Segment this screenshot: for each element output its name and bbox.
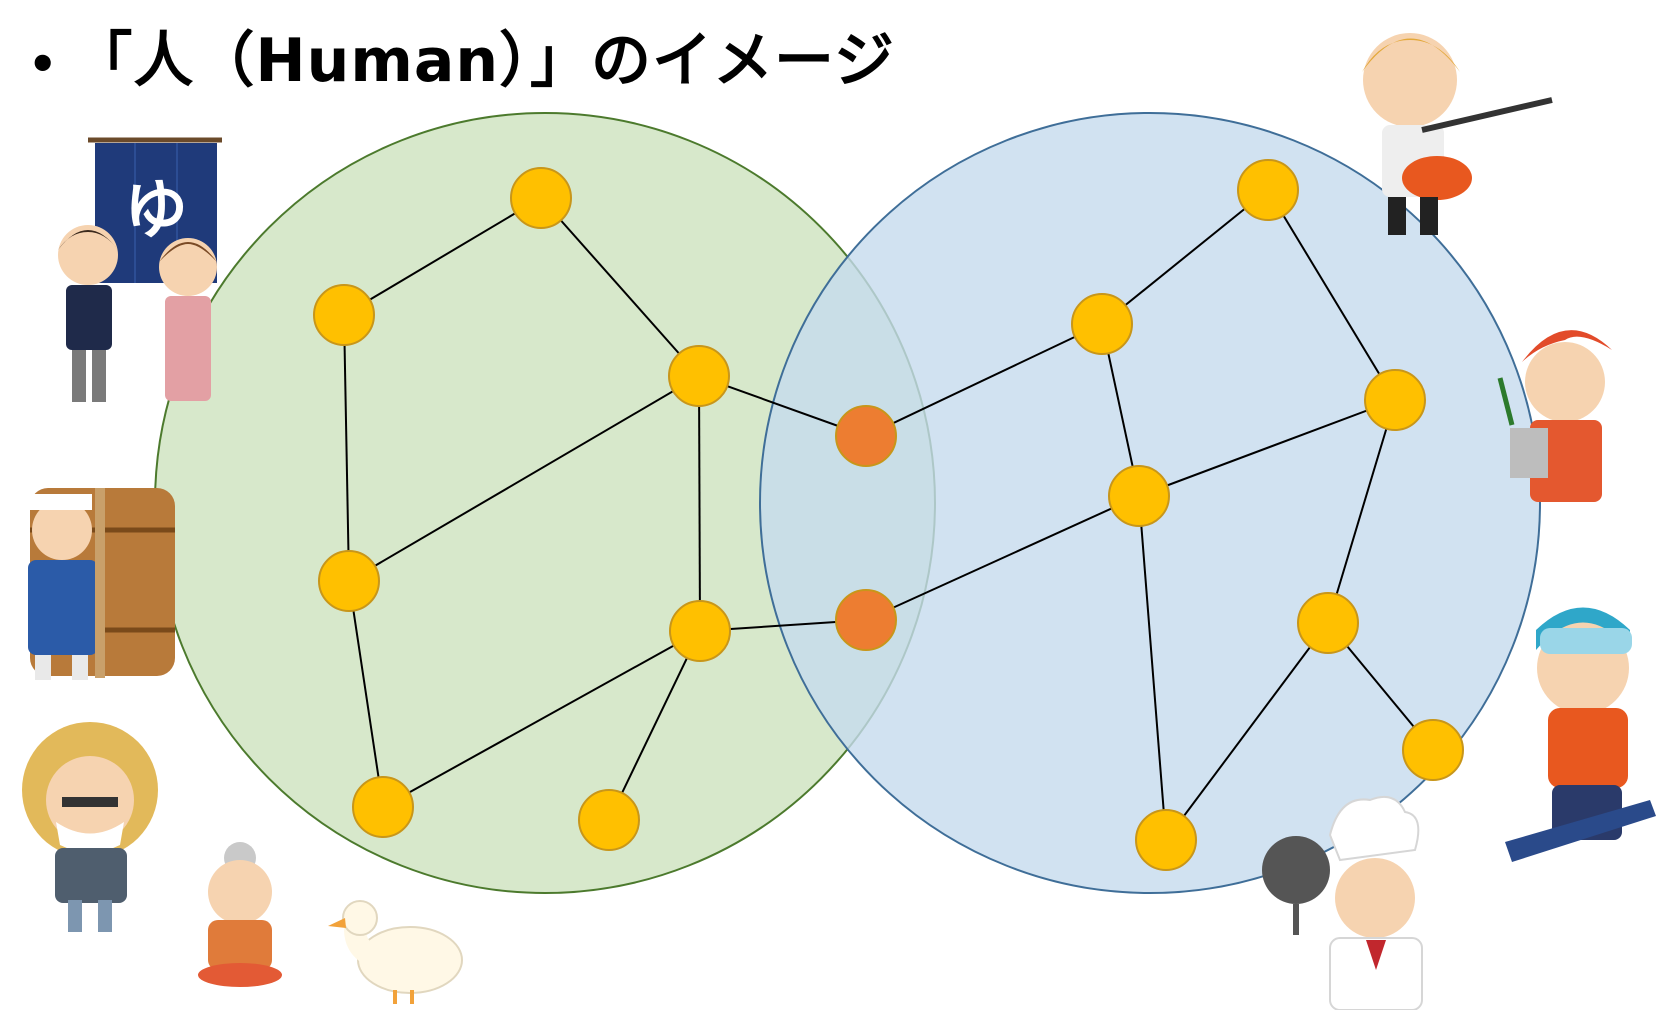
node-R1 <box>1237 159 1299 221</box>
edge-B2-R4 <box>865 495 1140 621</box>
edge-L5-L7 <box>608 630 701 821</box>
edge-L1-L2 <box>343 197 542 316</box>
node-R5 <box>1297 592 1359 654</box>
edge-R1-R3 <box>1267 189 1396 401</box>
edge-R5-R7 <box>1165 622 1329 841</box>
node-L7 <box>578 789 640 851</box>
farmer-illustration <box>22 722 158 932</box>
node-R7 <box>1135 809 1197 871</box>
innkeepers-illustration: ゆ <box>58 137 222 402</box>
edge-L4-L6 <box>348 580 384 808</box>
node-L2 <box>313 284 375 346</box>
sake-brewer-illustration <box>28 488 175 680</box>
edge-B1-R2 <box>865 323 1103 437</box>
noren-sign-text: ゆ <box>124 174 188 248</box>
chef-illustration <box>1262 796 1423 1010</box>
edge-R1-R2 <box>1101 189 1269 325</box>
edge-L3-L5 <box>698 375 701 632</box>
edge-L3-L4 <box>348 375 700 582</box>
duck-illustration <box>328 900 463 1004</box>
snowboarder-illustration <box>1505 607 1656 862</box>
guitarist-illustration <box>1362 33 1553 235</box>
node-L6 <box>352 776 414 838</box>
grandmother-illustration <box>198 842 282 987</box>
edge-L5-L6 <box>382 630 701 808</box>
bridge-node-B1 <box>835 405 897 467</box>
nodes-layer <box>313 159 1464 871</box>
node-L1 <box>510 167 572 229</box>
node-R2 <box>1071 293 1133 355</box>
artist-illustration <box>1497 330 1612 502</box>
edge-L1-L3 <box>540 197 700 377</box>
node-R6 <box>1402 719 1464 781</box>
bridge-node-B2 <box>835 589 897 651</box>
edge-R4-R7 <box>1138 495 1167 841</box>
edge-R3-R4 <box>1138 399 1396 497</box>
edge-L2-L4 <box>343 314 350 582</box>
title-text: 「人（Human）」のイメージ <box>72 26 895 96</box>
node-L5 <box>669 600 731 662</box>
page-title: •「人（Human）」のイメージ <box>28 12 895 99</box>
edge-R3-R5 <box>1327 399 1396 624</box>
node-L3 <box>668 345 730 407</box>
edges-layer <box>343 189 1434 841</box>
title-bullet: • <box>28 37 59 92</box>
node-R4 <box>1108 465 1170 527</box>
node-R3 <box>1364 369 1426 431</box>
node-L4 <box>318 550 380 612</box>
